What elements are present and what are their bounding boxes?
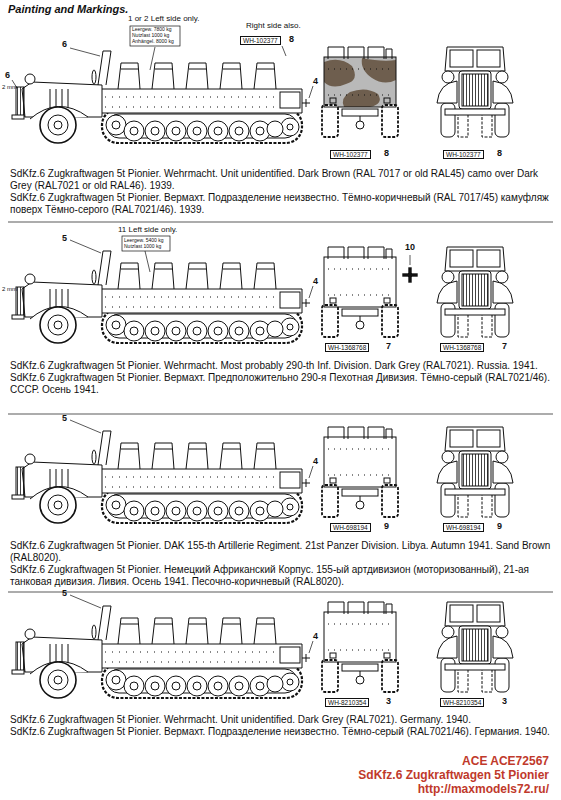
- callout-number: 9: [384, 522, 389, 532]
- dimension: 2 mm: [2, 286, 17, 293]
- row-rule: [8, 222, 553, 223]
- callout-number: 6: [62, 40, 67, 50]
- front-view: [437, 427, 513, 517]
- callout-number: 7: [386, 342, 391, 352]
- front-view: [437, 247, 513, 337]
- callout-number: 5: [62, 589, 67, 599]
- camo-base: [324, 57, 396, 107]
- number-plate: WH-8210354: [440, 698, 484, 707]
- number-plate: WH-102377: [443, 150, 484, 159]
- front-view: [437, 47, 513, 137]
- callout-number: 4: [313, 277, 318, 287]
- caption-text: SdKfz.6 Zugkraftwagen 5t Pionier. Вермах…: [10, 726, 551, 738]
- note: 1 or 2 Left side only.: [128, 15, 199, 24]
- number-plate: WH-1368768: [440, 343, 484, 352]
- callout-number: 3: [386, 697, 391, 707]
- caption-text: SdKfz.6 Zugkraftwagen 5t Pionier. DAK 15…: [10, 540, 551, 564]
- footer-text: ACE ACE72567: [462, 754, 549, 768]
- sheet-title: Painting and Markings.: [8, 3, 128, 15]
- note: Right side also.: [246, 22, 301, 31]
- data-panel-text: Nutzlast 1000 kg: [124, 244, 161, 250]
- leader-lines: [12, 46, 410, 653]
- rear-view: [322, 602, 398, 692]
- rear-view: [322, 427, 398, 517]
- callout-number: 9: [497, 522, 502, 532]
- number-plate: WH-698194: [330, 523, 371, 532]
- rear-view: [322, 47, 398, 137]
- row-rule: [8, 592, 553, 593]
- callout-number: 8: [289, 35, 294, 45]
- note: 11 Left side only.: [118, 226, 177, 235]
- callout-number: 10: [405, 243, 415, 253]
- callout-number: 8: [384, 149, 389, 159]
- caption-block: SdKfz.6 Zugkraftwagen 5t Pionier. Wehrma…: [10, 168, 551, 216]
- caption-text: SdKfz.6 Zugkraftwagen 5t Pionier. Вермах…: [10, 372, 551, 396]
- footer-text: SdKfz.6 Zugkraftwagen 5t Pionier: [358, 768, 549, 782]
- side-view: [12, 51, 310, 143]
- side-view: [12, 431, 310, 523]
- caption-block: SdKfz.6 Zugkraftwagen 5t Pionier. DAK 15…: [10, 540, 551, 588]
- callout-number: 8: [497, 149, 502, 159]
- balkenkreuz: [402, 267, 418, 283]
- row-rule: [8, 414, 553, 415]
- caption-text: SdKfz.6 Zugkraftwagen 5t Pionier. Немецк…: [10, 564, 551, 588]
- number-plate: WH-8210354: [325, 698, 369, 707]
- data-panel-text: Nutzlast 1000 kg: [132, 33, 169, 39]
- number-plate: WH-102377: [330, 150, 371, 159]
- caption-text: SdKfz.6 Zugkraftwagen 5t Pionier. Wehrma…: [10, 168, 551, 192]
- callout-number: 4: [313, 457, 318, 467]
- side-view: [12, 251, 310, 343]
- front-view: [437, 602, 513, 692]
- data-panel: [130, 26, 180, 46]
- callout-number: 4: [313, 77, 318, 87]
- caption-block: SdKfz.6 Zugkraftwagen 5t Pionier. Wehrma…: [10, 714, 551, 738]
- callout-number: 3: [502, 697, 507, 707]
- data-panel-text: Anhängel. 8000 kg: [132, 39, 174, 45]
- callout-number: 7: [502, 342, 507, 352]
- data-panel: [122, 236, 170, 251]
- caption-block: SdKfz.6 Zugkraftwagen 5t Pionier. Wehrma…: [10, 360, 551, 396]
- callout-number: 5: [62, 414, 67, 424]
- dimension: 2 mm: [2, 84, 17, 91]
- number-plate: WH-1368768: [325, 343, 369, 352]
- footer-text: http://maxmodels72.ru/: [418, 782, 549, 796]
- data-panel-text: Leergew. 5400 kg: [124, 238, 163, 244]
- side-view: [12, 606, 310, 698]
- callout-number: 5: [62, 234, 67, 244]
- rear-view: [322, 247, 398, 337]
- callout-number: 4: [313, 632, 318, 642]
- number-plate: WH-102377: [240, 36, 281, 45]
- data-panel-text: Leergew. 7800 kg: [132, 27, 171, 33]
- caption-text: SdKfz.6 Zugkraftwagen 5t Pionier. Wehrma…: [10, 714, 551, 726]
- caption-text: SdKfz.6 Zugkraftwagen 5t Pionier. Wehrma…: [10, 360, 551, 372]
- callout-number: 6: [5, 71, 10, 81]
- caption-text: SdKfz.6 Zugkraftwagen 5t Pionier. Вермах…: [10, 192, 551, 216]
- camo-pattern: [324, 58, 396, 107]
- number-plate: WH-698194: [443, 523, 484, 532]
